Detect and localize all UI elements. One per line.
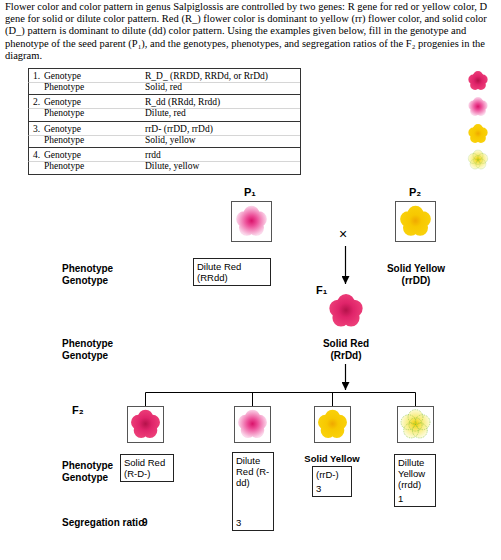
flower-icon: [401, 410, 430, 438]
genotype-text: rrdd: [145, 150, 161, 161]
row-number: 3.: [33, 124, 40, 135]
row-heading: Genotype: [62, 472, 108, 484]
generation-label: P₁: [244, 186, 256, 199]
answer-text: Dilute Red (RRdd): [197, 261, 267, 283]
table-rule: [28, 147, 300, 148]
flower-frame: [232, 202, 272, 242]
row-heading: Phenotype: [62, 460, 113, 472]
generation-label: F₂: [72, 404, 84, 417]
phenotype-text: Solid, yellow: [145, 135, 196, 146]
row-label: Genotype: [44, 150, 81, 161]
flower-icon: [468, 124, 487, 143]
ratio-number: 1: [398, 493, 432, 504]
row-label: Phenotype: [44, 108, 84, 119]
ratio-number: 9: [142, 517, 148, 529]
answer-text: Dilute Red (R-dd): [236, 455, 270, 488]
row-heading: Segregation ratio: [62, 517, 144, 529]
answer-text: (rrD-): [316, 469, 348, 480]
generation-label: P₂: [409, 186, 421, 199]
answer-text: Solid Red (R-D-): [124, 457, 170, 479]
flower-icon: [131, 410, 160, 438]
cross-arrow: [345, 246, 346, 284]
genotype-text: R_dd (RRdd, Rrdd): [145, 97, 220, 108]
answer-heading: Solid Yellow: [289, 453, 375, 464]
answer-box: Dilute Red (RRdd): [193, 258, 271, 286]
flower-frame: [398, 407, 434, 443]
answer-box: Solid Yellow(rrD-)3: [312, 466, 352, 497]
ratio-number: 3: [236, 517, 270, 528]
flower-frame: [235, 407, 271, 443]
cross-sign: ×: [339, 226, 347, 242]
row-heading: Phenotype: [62, 338, 113, 350]
flower-icon: [468, 71, 487, 90]
genotype-text: rrD- (rrDD, rrDd): [145, 124, 213, 135]
row-number: 4.: [33, 150, 40, 161]
answer-box: Dillute Yellow (rrdd) 1: [394, 454, 436, 507]
phenotype-genotype: Solid Red (RrDd): [309, 338, 383, 362]
row-heading: Genotype: [62, 275, 108, 287]
row-label: Genotype: [44, 71, 81, 82]
answer-text: Dillute Yellow (rrdd): [398, 457, 432, 490]
flower-frame: [396, 202, 436, 242]
table-rule: [28, 121, 300, 122]
flower-icon: [236, 206, 267, 236]
row-number: 2.: [33, 97, 40, 108]
row-label: Phenotype: [44, 161, 84, 172]
row-label: Phenotype: [44, 82, 84, 93]
problem-text: Flower color and color pattern in genus …: [5, 1, 497, 62]
ratio-number: 3: [316, 483, 348, 494]
row-label: Genotype: [44, 97, 81, 108]
row-number: 1.: [33, 71, 40, 82]
phenotype-text: Dilute, red: [145, 108, 186, 119]
answer-box: Dilute Red (R-dd) 3: [232, 452, 274, 531]
selfing-arrow: [345, 364, 346, 390]
flower-icon: [318, 410, 347, 438]
genotype-text: R_D_ (RRDD, RRDd, or RrDd): [145, 71, 268, 82]
table-rule: [28, 94, 300, 95]
row-label: Phenotype: [44, 135, 84, 146]
flower-icon: [468, 97, 487, 116]
generation-label: F₁: [316, 284, 327, 297]
flower-icon: [329, 294, 362, 327]
phenotype-text: Dilute, yellow: [145, 161, 199, 172]
flower-icon: [238, 410, 267, 438]
flower-frame: [128, 407, 164, 443]
flower-frame: [315, 407, 351, 443]
flower-icon: [468, 150, 487, 169]
progeny-bracket: [146, 393, 416, 407]
phenotype-text: Solid, red: [145, 82, 182, 93]
table-outline: [29, 69, 301, 175]
answer-box: Solid Red (R-D-): [120, 454, 174, 482]
row-heading: Genotype: [62, 350, 108, 362]
flower-icon: [400, 206, 431, 236]
row-heading: Phenotype: [62, 263, 113, 275]
row-label: Genotype: [44, 124, 81, 135]
phenotype-genotype: Solid Yellow (rrDD): [381, 263, 451, 287]
